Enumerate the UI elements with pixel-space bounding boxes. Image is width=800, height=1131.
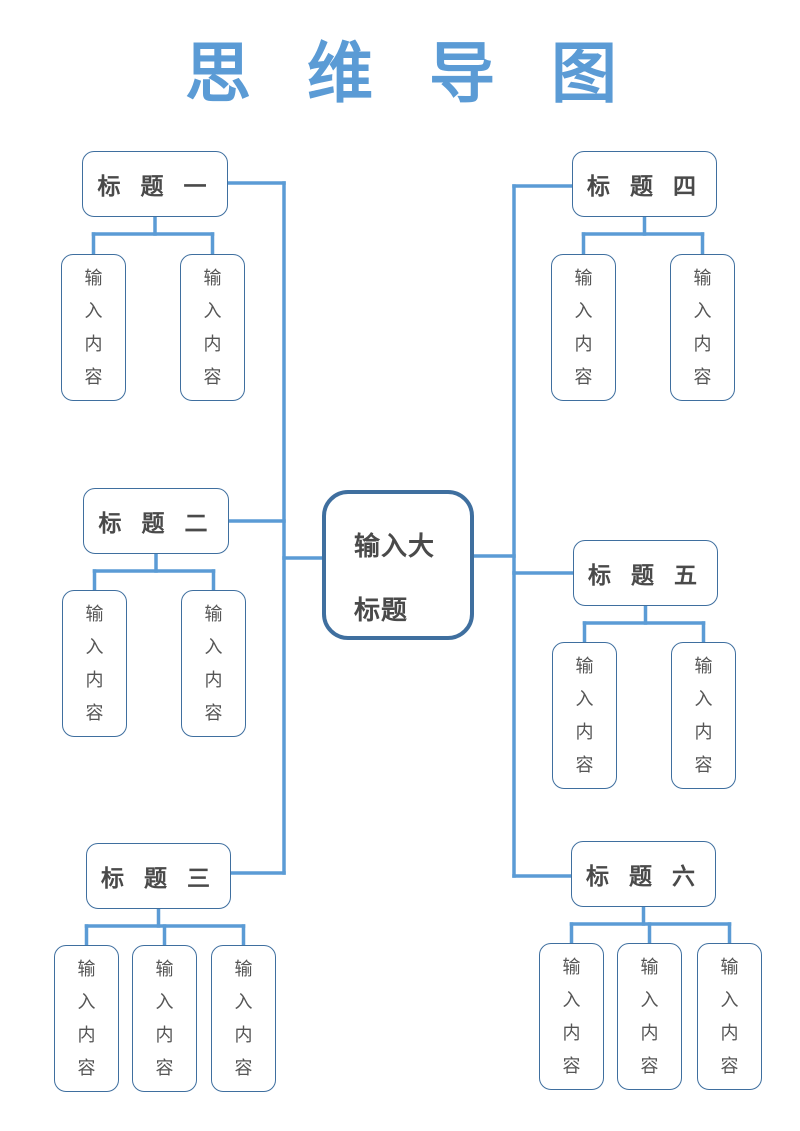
- center-topic[interactable]: 输入大 标题: [322, 490, 474, 640]
- leaf-char: 内: [720, 1022, 739, 1044]
- leaf-char: 入: [85, 636, 104, 658]
- branch-1-leaf-1[interactable]: 输入内容: [61, 254, 126, 401]
- leaf-char: 入: [234, 991, 253, 1013]
- leaf-char: 内: [694, 721, 713, 743]
- leaf-char: 入: [574, 300, 593, 322]
- leaf-char: 内: [575, 721, 594, 743]
- leaf-char: 内: [77, 1024, 96, 1046]
- leaf-char: 容: [85, 702, 104, 724]
- leaf-char: 入: [575, 688, 594, 710]
- leaf-char: 输: [77, 958, 96, 980]
- leaf-char: 入: [84, 300, 103, 322]
- leaf-char: 容: [204, 702, 223, 724]
- leaf-char: 内: [562, 1022, 581, 1044]
- title-char-4: 图: [551, 35, 617, 112]
- title-char-3: 导: [429, 35, 495, 112]
- title-char-2: 维: [307, 35, 373, 112]
- leaf-char: 容: [720, 1055, 739, 1077]
- leaf-char: 容: [693, 366, 712, 388]
- branch-4-leaf-2[interactable]: 输入内容: [670, 254, 735, 401]
- leaf-char: 内: [234, 1024, 253, 1046]
- branch-heading-5[interactable]: 标 题 五: [573, 540, 718, 606]
- branch-heading-4[interactable]: 标 题 四: [572, 151, 717, 217]
- leaf-char: 内: [84, 333, 103, 355]
- title-char-1: 思: [185, 35, 251, 112]
- leaf-char: 入: [693, 300, 712, 322]
- branch-3-leaf-1[interactable]: 输入内容: [54, 945, 119, 1092]
- leaf-char: 内: [203, 333, 222, 355]
- leaf-char: 入: [640, 989, 659, 1011]
- leaf-char: 内: [574, 333, 593, 355]
- leaf-char: 容: [574, 366, 593, 388]
- leaf-char: 入: [77, 991, 96, 1013]
- leaf-char: 输: [575, 655, 594, 677]
- branch-3-leaf-2[interactable]: 输入内容: [132, 945, 197, 1092]
- center-topic-line-2: 标题: [354, 596, 409, 626]
- leaf-char: 容: [575, 754, 594, 776]
- center-topic-line-1: 输入大: [354, 532, 436, 562]
- branch-5-leaf-2[interactable]: 输入内容: [671, 642, 736, 789]
- leaf-char: 输: [574, 267, 593, 289]
- leaf-char: 容: [155, 1057, 174, 1079]
- leaf-char: 输: [720, 956, 739, 978]
- leaf-char: 输: [85, 603, 104, 625]
- leaf-char: 内: [155, 1024, 174, 1046]
- leaf-char: 输: [640, 956, 659, 978]
- leaf-char: 容: [84, 366, 103, 388]
- leaf-char: 输: [155, 958, 174, 980]
- leaf-char: 输: [203, 267, 222, 289]
- leaf-char: 输: [84, 267, 103, 289]
- branch-6-leaf-3[interactable]: 输入内容: [697, 943, 762, 1090]
- branch-heading-3[interactable]: 标 题 三: [86, 843, 231, 909]
- leaf-char: 内: [204, 669, 223, 691]
- leaf-char: 输: [693, 267, 712, 289]
- leaf-char: 入: [720, 989, 739, 1011]
- leaf-char: 容: [77, 1057, 96, 1079]
- leaf-char: 输: [562, 956, 581, 978]
- leaf-char: 内: [85, 669, 104, 691]
- branch-4-leaf-1[interactable]: 输入内容: [551, 254, 616, 401]
- leaf-char: 入: [694, 688, 713, 710]
- leaf-char: 入: [155, 991, 174, 1013]
- branch-2-leaf-2[interactable]: 输入内容: [181, 590, 246, 737]
- leaf-char: 输: [694, 655, 713, 677]
- leaf-char: 输: [204, 603, 223, 625]
- branch-2-leaf-1[interactable]: 输入内容: [62, 590, 127, 737]
- leaf-char: 入: [203, 300, 222, 322]
- leaf-char: 容: [640, 1055, 659, 1077]
- branch-heading-2[interactable]: 标 题 二: [83, 488, 229, 554]
- leaf-char: 内: [640, 1022, 659, 1044]
- leaf-char: 容: [203, 366, 222, 388]
- branch-heading-1[interactable]: 标 题 一: [82, 151, 228, 217]
- branch-heading-6[interactable]: 标 题 六: [571, 841, 716, 907]
- branch-6-leaf-2[interactable]: 输入内容: [617, 943, 682, 1090]
- leaf-char: 输: [234, 958, 253, 980]
- branch-5-leaf-1[interactable]: 输入内容: [552, 642, 617, 789]
- leaf-char: 入: [204, 636, 223, 658]
- leaf-char: 容: [234, 1057, 253, 1079]
- leaf-char: 入: [562, 989, 581, 1011]
- branch-6-leaf-1[interactable]: 输入内容: [539, 943, 604, 1090]
- leaf-char: 容: [562, 1055, 581, 1077]
- branch-3-leaf-3[interactable]: 输入内容: [211, 945, 276, 1092]
- leaf-char: 容: [694, 754, 713, 776]
- branch-1-leaf-2[interactable]: 输入内容: [180, 254, 245, 401]
- leaf-char: 内: [693, 333, 712, 355]
